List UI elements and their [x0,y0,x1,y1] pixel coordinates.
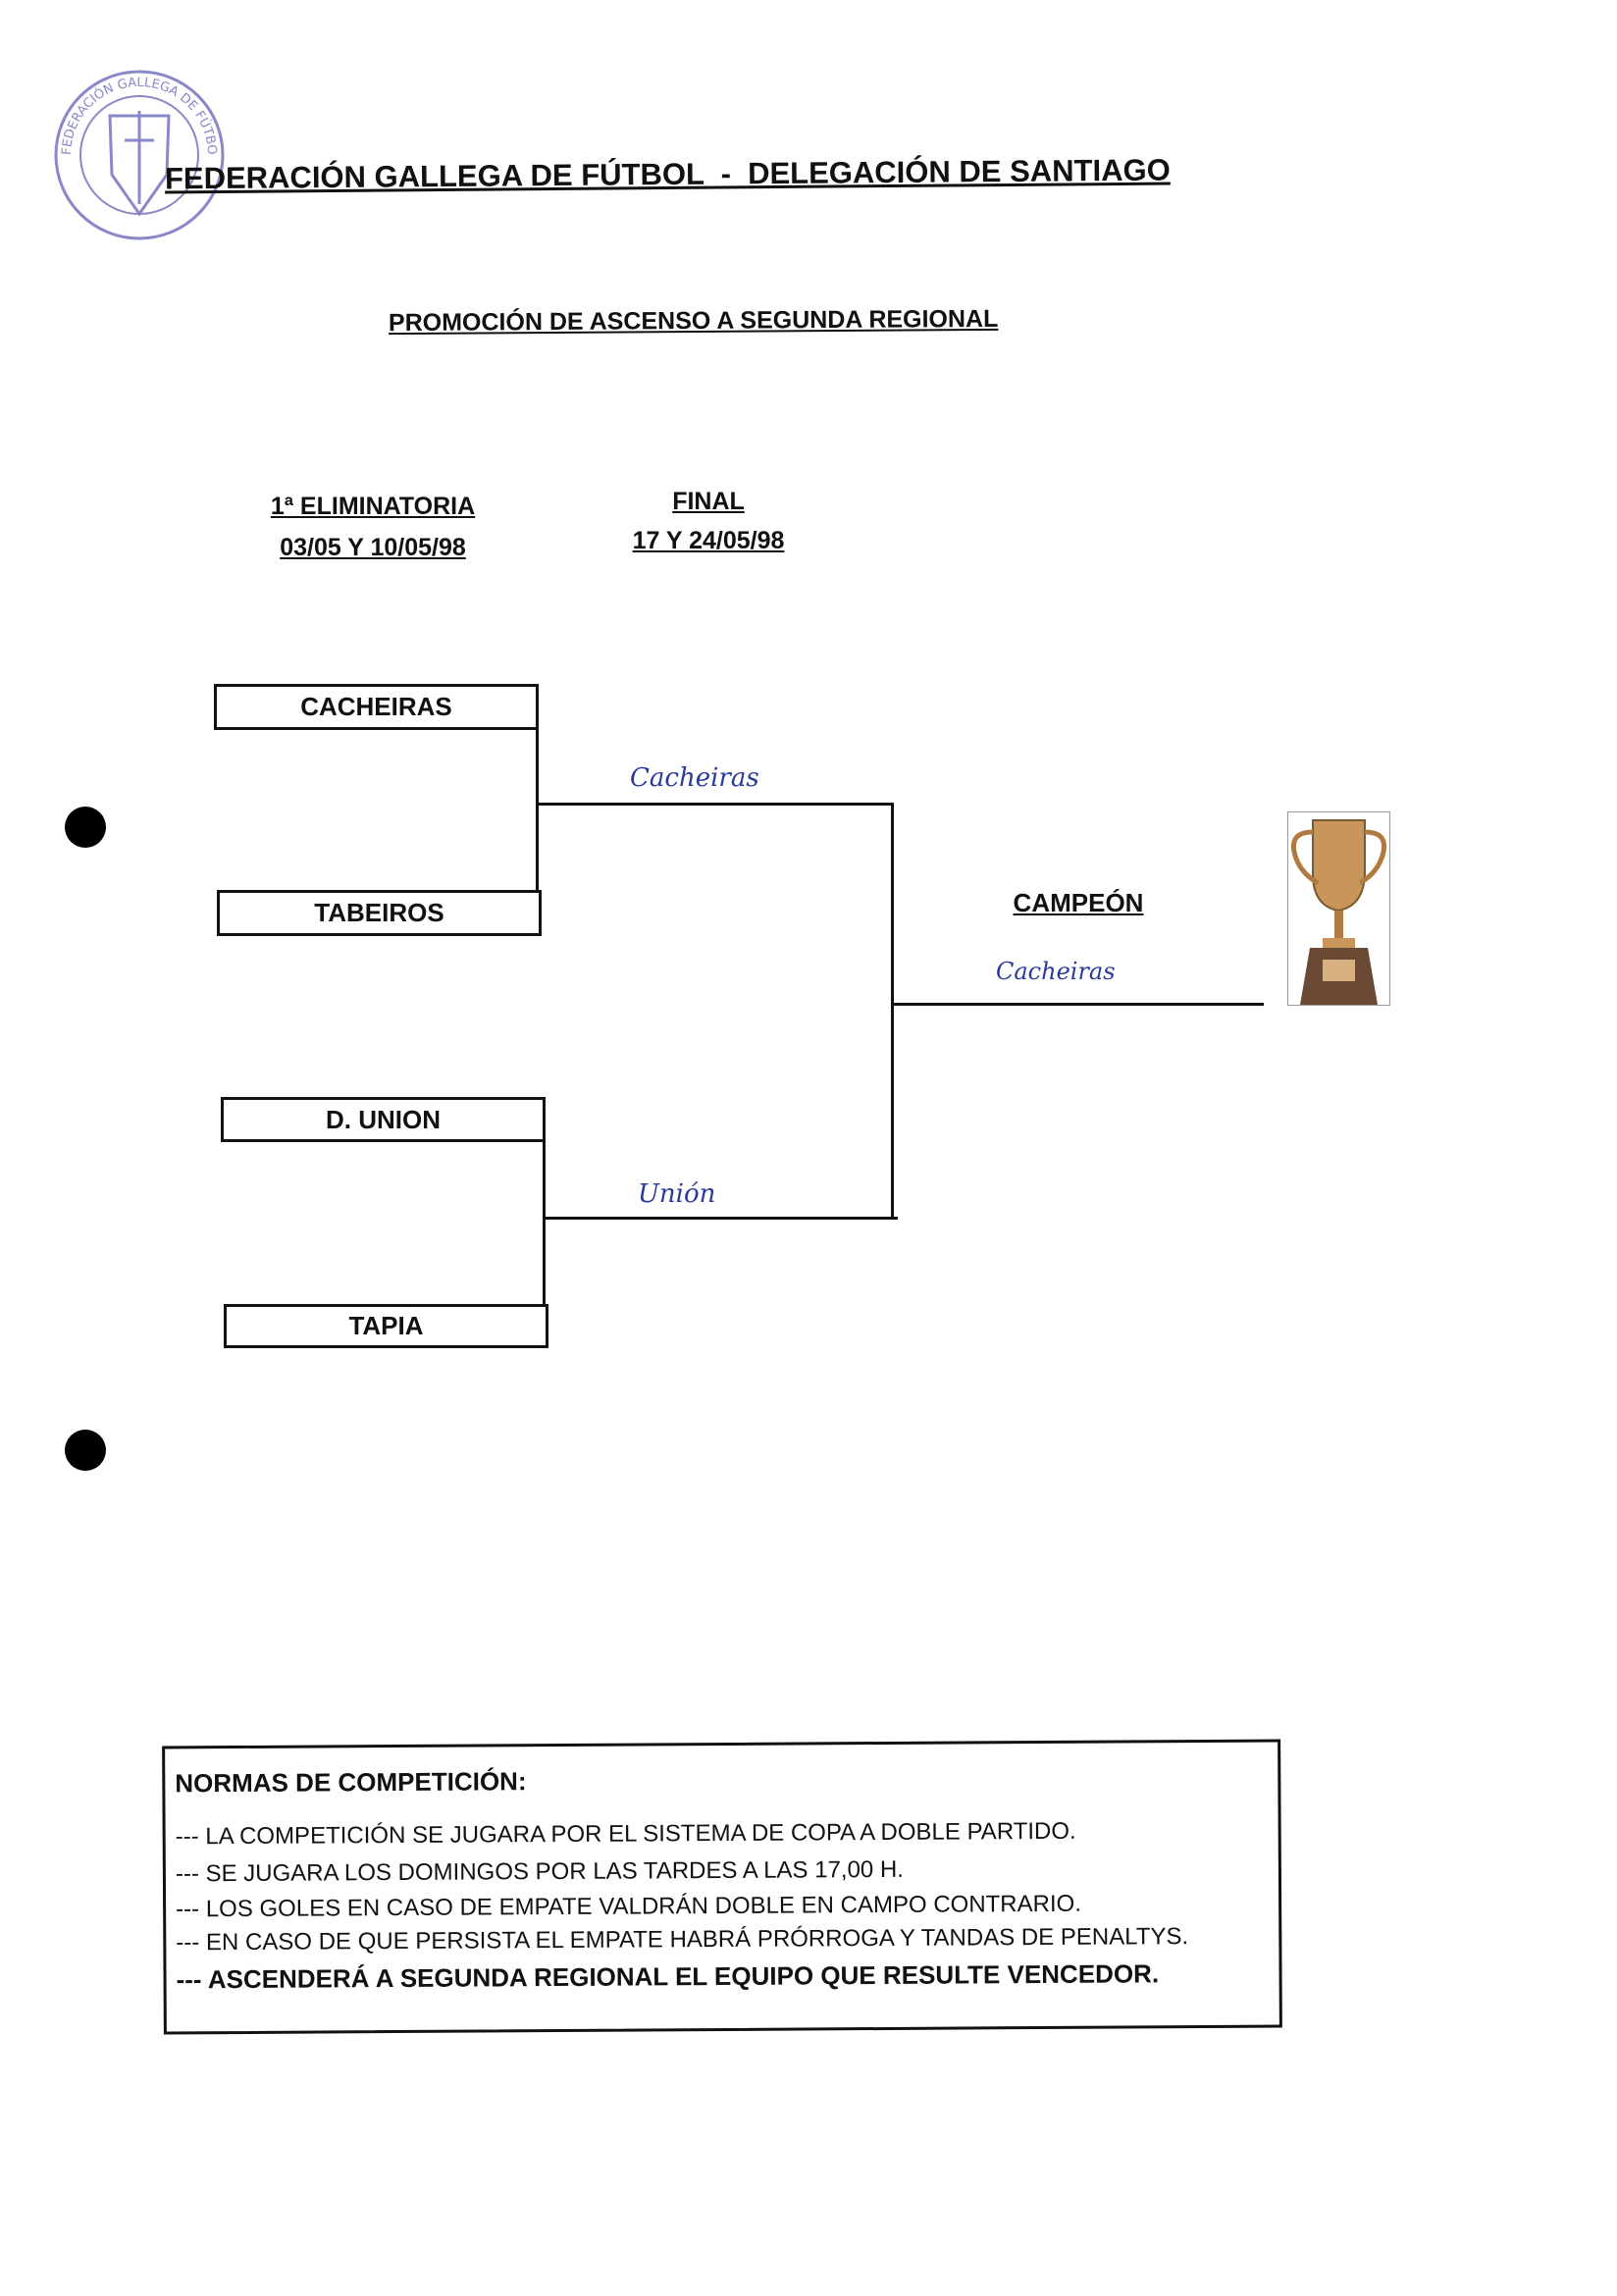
trophy-icon [1287,811,1390,1006]
handwritten-semifinal-1-winner: Cacheiras [630,763,759,793]
rule-item: --- LOS GOLES EN CASO DE EMPATE VALDRÁN … [176,1890,1082,1923]
round-final-dates: 17 Y 24/05/98 [632,527,785,554]
handwritten-champion: Cacheiras [996,958,1116,985]
bracket-line [543,1141,546,1305]
team-box-tabeiros: TABEIROS [217,890,542,936]
rules-box: NORMAS DE COMPETICIÓN: --- LA COMPETICIÓ… [162,1739,1282,2035]
svg-text:FEDERACIÓN GALLEGA DE FÚTBOL: FEDERACIÓN GALLEGA DE FÚTBOL [51,67,219,155]
page-subtitle: PROMOCIÓN DE ASCENSO A SEGUNDA REGIONAL [388,304,999,338]
team-box-d-union: D. UNION [221,1097,546,1142]
team-box-tapia: TAPIA [224,1304,548,1348]
handwritten-semifinal-2-winner: Unión [638,1179,716,1209]
round-final-name: FINAL [672,488,745,515]
bracket-line [536,803,893,806]
bracket-line [891,1003,1264,1006]
bracket-line [536,729,539,891]
federation-stamp: FEDERACIÓN GALLEGA DE FÚTBOL [51,67,225,240]
punch-hole [65,807,106,848]
round-1-name: 1ª ELIMINATORIA [270,493,476,520]
rule-item: --- EN CASO DE QUE PERSISTA EL EMPATE HA… [176,1923,1189,1957]
bracket-line [543,1217,898,1220]
rule-item: --- SE JUGARA LOS DOMINGOS POR LAS TARDE… [175,1855,904,1888]
bracket-line [891,803,894,1220]
round-1-dates: 03/05 Y 10/05/98 [280,534,466,561]
rules-heading: NORMAS DE COMPETICIÓN: [175,1766,527,1799]
team-box-cacheiras: CACHEIRAS [214,684,539,730]
rule-item: --- LA COMPETICIÓN SE JUGARA POR EL SIST… [175,1817,1076,1851]
champion-label: CAMPEÓN [1013,888,1144,917]
rule-item: --- ASCENDERÁ A SEGUNDA REGIONAL EL EQUI… [176,1958,1160,1995]
page-title: FEDERACIÓN GALLEGA DE FÚTBOL - DELEGACIÓ… [164,152,1171,196]
punch-hole [65,1430,106,1471]
